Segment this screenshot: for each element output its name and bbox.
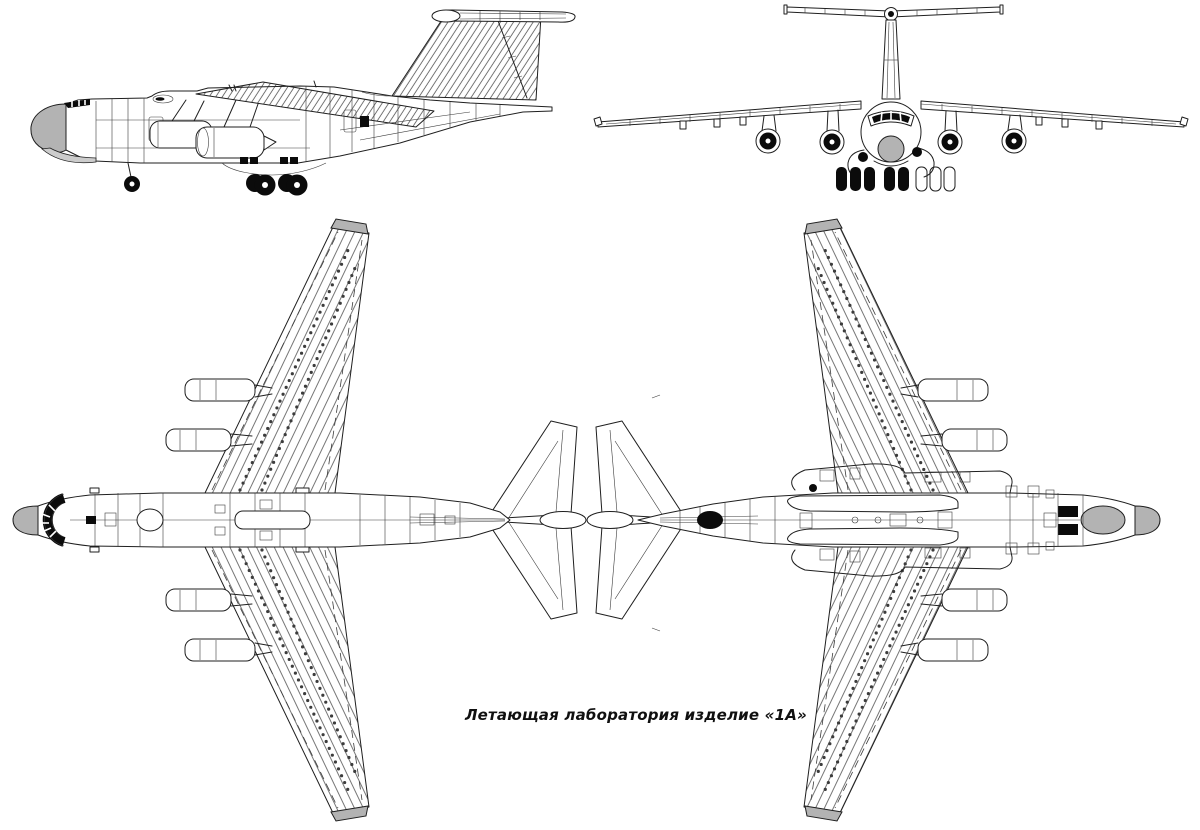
vertical-fin [391, 11, 542, 101]
flap-tracks [1035, 116, 1103, 130]
fin-detail-lines [884, 21, 898, 99]
gear-sponsons-bottom [787, 463, 1013, 577]
dorsal-turret-plan [136, 508, 164, 532]
wingtip-cap [804, 805, 843, 822]
nose-gear [124, 162, 140, 192]
aft-black-hatch [360, 116, 369, 127]
nose-radome [30, 103, 67, 153]
wing-detail-lines [211, 231, 363, 809]
gear-bay-doors [240, 157, 298, 164]
side-blisters [89, 487, 310, 553]
rudder-hinge-line [496, 17, 528, 99]
cockpit-window-dividers [880, 111, 902, 123]
aft-black-antenna [697, 511, 723, 529]
tail-bullet-plan [539, 511, 587, 529]
wheel-row [836, 166, 956, 192]
hatch-squares [1005, 485, 1055, 555]
cockpit-window-dividers [71, 100, 86, 107]
bottom-view [586, 218, 1161, 822]
main-gear [246, 174, 308, 196]
keel-fittings [799, 511, 953, 529]
engine-nacelles-plan [900, 378, 1008, 662]
wingtip [593, 116, 603, 127]
chin-smile-line [873, 160, 909, 167]
dorsal-canoe [234, 510, 311, 530]
gear-blister [858, 152, 868, 162]
wing-side-band [195, 81, 435, 128]
nose-radome-front [877, 135, 905, 163]
fuselage-panel-lines [95, 86, 501, 163]
side-view [30, 9, 576, 196]
aft-door [343, 109, 357, 133]
gear-blister [912, 147, 922, 157]
fuselage-bottom-line [65, 110, 553, 164]
tailplane-front [783, 4, 1004, 21]
wingtip-cap [330, 805, 369, 822]
spine-fitting [86, 516, 96, 524]
tailplane-plan [486, 394, 661, 632]
engines-front [755, 109, 1027, 155]
flap-tracks [679, 116, 747, 130]
chin-fairing [41, 147, 97, 164]
tail-bullet-plan [586, 511, 634, 529]
gear-fairing [221, 162, 327, 176]
cockpit-windows [64, 99, 90, 108]
tailplane-plan [586, 420, 687, 620]
drawing-caption: Летающая лаборатория изделие «1А» [465, 706, 807, 724]
dorsal-fillet [361, 91, 393, 97]
tailplane-bullet-fairing [431, 9, 461, 23]
engine-nacelle-inner [195, 99, 277, 159]
sponson-right [917, 147, 935, 178]
rudder-hinge-ticks [501, 35, 523, 79]
wingtip [1179, 116, 1189, 127]
tail-boom-fittings [419, 513, 456, 526]
nose-cap-plan [1134, 505, 1161, 536]
cockpit-horseshoe [41, 493, 66, 547]
top-view [12, 218, 661, 822]
wing-detail-lines [810, 231, 962, 809]
engine-nacelles-plan [165, 378, 273, 662]
antennas [228, 80, 317, 92]
nose-cap-plan [12, 505, 39, 536]
chin-radome-bottom [1080, 505, 1126, 535]
turret-port [155, 97, 165, 101]
left-wing-front [593, 100, 862, 130]
spine-fitting [104, 512, 117, 527]
tailplane-detail-lines [459, 11, 567, 21]
front-view [593, 4, 1189, 192]
vertical-fin-front [881, 19, 901, 100]
right-wing-front [920, 100, 1189, 130]
sponson-dot [809, 484, 817, 492]
wingtip-cap [804, 218, 843, 235]
turret-port-outline [152, 94, 174, 104]
wingtip-cap [330, 218, 369, 235]
